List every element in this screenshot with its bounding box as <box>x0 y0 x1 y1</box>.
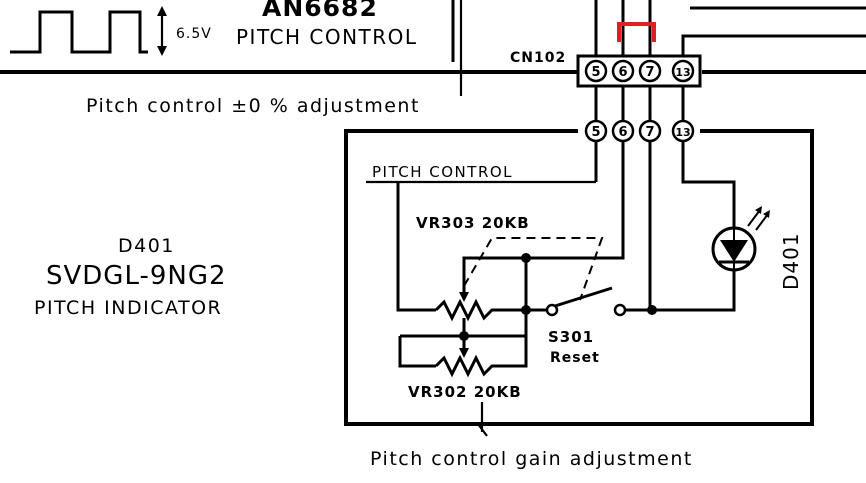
vr302-label: VR302 20KB <box>408 383 522 401</box>
pin-bottom-5: 5 <box>591 125 600 140</box>
voltage-label: 6.5V <box>176 26 212 42</box>
pin-top-5: 5 <box>591 65 600 80</box>
connector-pins-bottom: 5 6 7 13 <box>584 119 695 143</box>
square-wave-signal <box>10 6 167 56</box>
red-jumper <box>617 22 656 42</box>
connector-pins-top: 5 6 7 13 <box>584 59 695 83</box>
board-outline <box>344 129 814 426</box>
mechanical-link-dashed <box>463 237 604 301</box>
top-pitch-control-label: PITCH CONTROL <box>236 25 418 49</box>
switch-label: Reset <box>550 350 600 366</box>
indicator-part: SVDGL-9NG2 <box>46 261 227 291</box>
indicator-desc: PITCH INDICATOR <box>34 297 222 319</box>
connector-name: CN102 <box>510 50 566 66</box>
note-pitch-zero-adjust: Pitch control ±0 % adjustment <box>86 95 420 117</box>
cable-wires <box>594 86 685 122</box>
led-icon <box>711 206 770 272</box>
pin-top-6: 6 <box>618 65 627 80</box>
indicator-ref: D401 <box>118 235 175 257</box>
pin-bottom-13: 13 <box>675 126 690 139</box>
pin-top-13: 13 <box>675 66 690 79</box>
note-gain-adjust: Pitch control gain adjustment <box>370 448 693 470</box>
board-pitch-control-label: PITCH CONTROL <box>372 163 513 181</box>
pin-top-7: 7 <box>645 65 654 80</box>
switch-name: S301 <box>548 328 594 346</box>
vr303-label: VR303 20KB <box>416 214 530 232</box>
pin-bottom-7: 7 <box>645 125 654 140</box>
led-ref-label: D401 <box>779 232 803 290</box>
ic-name: AN6682 <box>262 0 378 22</box>
board-wiring <box>396 141 736 378</box>
pin-bottom-6: 6 <box>618 125 627 140</box>
connector-top-wires <box>594 0 866 57</box>
note-pointer-gain-tip <box>477 423 488 437</box>
